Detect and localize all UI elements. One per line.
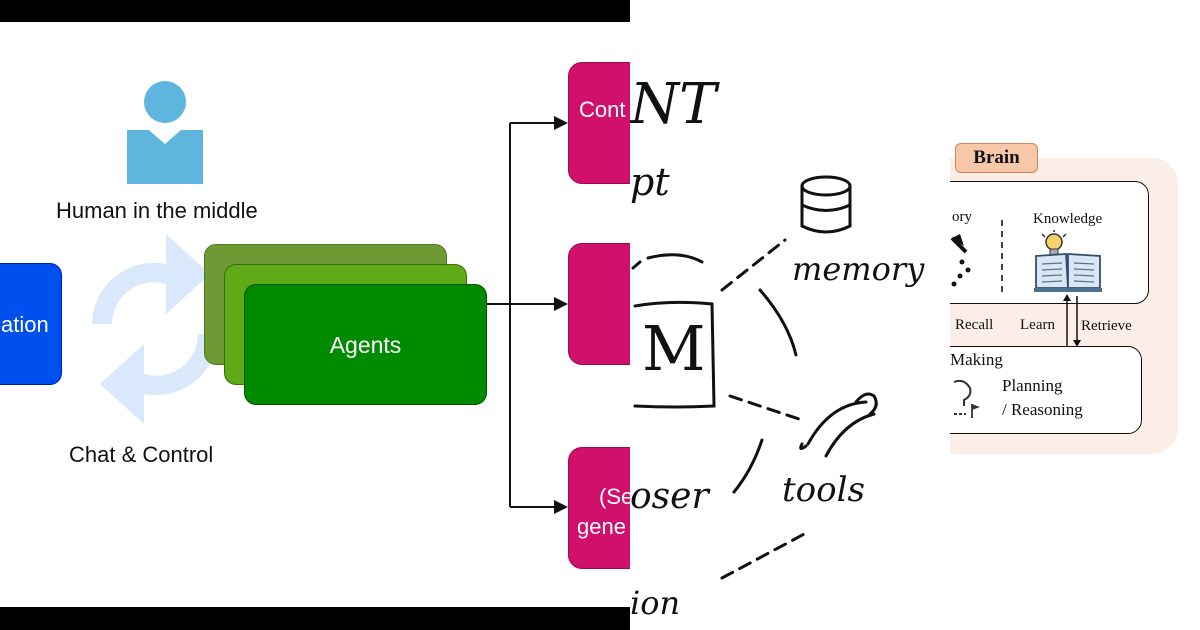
gear-icon bbox=[953, 379, 980, 418]
llm-agent-sketch: NT pt M memory tools oser ion bbox=[630, 0, 950, 630]
sketch-user-fragment: oser bbox=[630, 476, 709, 517]
output-bottom-line1: (Se bbox=[599, 484, 630, 509]
output-box-top: Cont bbox=[568, 62, 630, 184]
decision-making-card bbox=[950, 346, 1142, 434]
person-icon bbox=[127, 81, 203, 184]
book-icon bbox=[1034, 230, 1102, 292]
output-connector-arrows bbox=[487, 116, 568, 514]
learn-label: Learn bbox=[1020, 317, 1055, 333]
output-box-bottom: (Se gene bbox=[568, 447, 630, 569]
sketch-llm-fragment: M bbox=[642, 312, 706, 385]
lightbulb-icon bbox=[1041, 230, 1067, 257]
sketch-title-fragment: NT bbox=[630, 72, 717, 137]
human-in-the-middle-label: Human in the middle bbox=[56, 198, 258, 223]
chat-and-control-label: Chat & Control bbox=[69, 442, 214, 467]
memory-label-fragment: ory bbox=[952, 209, 972, 225]
recall-label: Recall bbox=[955, 317, 994, 333]
learn-retrieve-arrows bbox=[1063, 294, 1081, 347]
brain-title-tag: Brain bbox=[955, 143, 1038, 173]
flag-icon bbox=[971, 404, 980, 418]
knowledge-label: Knowledge bbox=[1033, 211, 1103, 227]
sketch-strokes bbox=[631, 175, 878, 580]
output-top-label: Cont bbox=[579, 97, 626, 122]
top-letterbox-bar bbox=[0, 0, 630, 22]
agent-workflow-diagram: ation Human in the middle Chat & Control… bbox=[0, 0, 630, 630]
memory-arrow-icon bbox=[950, 234, 971, 287]
sketch-prompt-fragment: pt bbox=[630, 160, 670, 204]
brain-module-figure: Brain ory Knowledge Recall Learn Retriev… bbox=[950, 0, 1200, 630]
output-box-middle bbox=[568, 243, 630, 365]
input-application-box: ation bbox=[0, 263, 62, 385]
sketch-tools-label: tools bbox=[782, 470, 865, 510]
sketch-action-fragment: ion bbox=[630, 584, 681, 622]
sketch-memory-label: memory bbox=[792, 250, 925, 288]
cycle-arrows-icon bbox=[92, 234, 218, 424]
database-icon bbox=[800, 175, 852, 234]
input-box-label: ation bbox=[1, 312, 49, 337]
agents-card: Agents bbox=[244, 284, 487, 405]
bottom-letterbox-bar bbox=[0, 607, 630, 630]
retrieve-label: Retrieve bbox=[1081, 318, 1132, 334]
reasoning-label: / Reasoning bbox=[1002, 400, 1083, 419]
planning-label: Planning bbox=[1002, 376, 1063, 395]
decision-making-label: Making bbox=[950, 350, 1003, 369]
agents-label: Agents bbox=[329, 332, 402, 358]
pliers-icon bbox=[799, 392, 878, 458]
divider-dashed-line bbox=[1001, 220, 1003, 294]
output-bottom-line2: gene bbox=[577, 514, 626, 539]
